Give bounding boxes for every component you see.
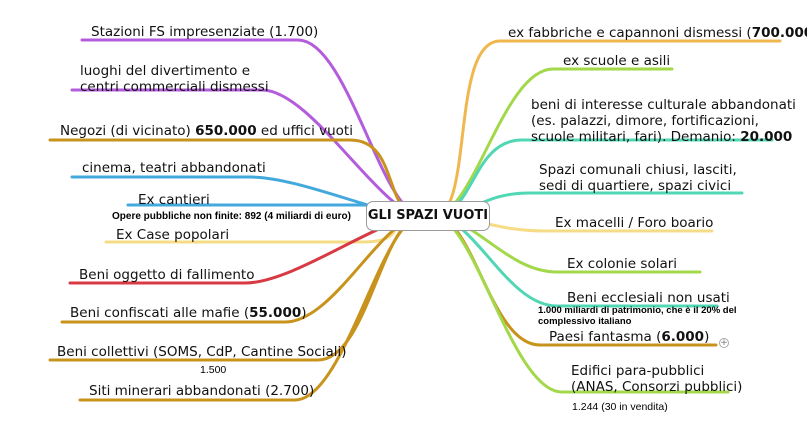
connector-collettivi [48, 214, 424, 362]
branch-mafie[interactable]: Beni confiscati alle mafie (55.000) [70, 305, 307, 321]
branch-stazioni-text: Stazioni FS impresenziate (1.700) [91, 24, 319, 40]
branch-parapubblici[interactable]: Edifici para-pubblici (ANAS, Consorzi pu… [571, 363, 743, 395]
branch-macelli[interactable]: Ex macelli / Foro boario [555, 215, 714, 231]
branch-luoghi-line2: centri commerciali dismessi [80, 79, 269, 95]
expand-icon[interactable]: + [719, 338, 729, 348]
branch-fabbriche[interactable]: ex fabbriche e capannoni dismessi (700.0… [508, 25, 807, 41]
branch-comunali[interactable]: Spazi comunali chiusi, lasciti, sedi di … [539, 162, 737, 194]
branch-minerari[interactable]: Siti minerari abbandonati (2.700) [89, 383, 315, 399]
branch-culturali[interactable]: beni di interesse culturale abbandonati … [531, 97, 796, 145]
fantasma-count: 6.000 [661, 329, 705, 345]
branch-cantieri[interactable]: Ex cantieri [138, 192, 210, 208]
demanio-count: 20.000 [740, 129, 793, 145]
note-opere: Opere pubbliche non finite: 892 (4 milia… [112, 211, 351, 222]
branch-negozi[interactable]: Negozi (di vicinato) 650.000 ed uffici v… [60, 123, 353, 139]
branch-luoghi[interactable]: luoghi del divertimento e centri commerc… [80, 63, 269, 95]
mafie-count: 55.000 [249, 305, 302, 321]
branch-stazioni[interactable]: Stazioni FS impresenziate (1.700) [91, 24, 318, 40]
negozi-count: 650.000 [195, 123, 257, 139]
note-collettivi-count: 1.500 [200, 364, 227, 376]
branch-colonie[interactable]: Ex colonie solari [567, 256, 678, 272]
branch-scuole[interactable]: ex scuole e asili [563, 53, 671, 69]
branch-ecclesiali[interactable]: Beni ecclesiali non usati [567, 290, 730, 306]
branch-fallimento[interactable]: Beni oggetto di fallimento [79, 267, 255, 283]
branch-collettivi[interactable]: Beni collettivi (SOMS, CdP, Cantine Soci… [57, 344, 347, 360]
central-topic[interactable]: GLI SPAZI VUOTI [366, 201, 490, 231]
branch-cinema[interactable]: cinema, teatri abbandonati [82, 160, 266, 176]
note-ecclesiali: 1.000 miliardi di patrimonio, che è il 2… [538, 305, 737, 327]
fabbriche-count: 700.000 [751, 25, 807, 41]
branch-fantasma[interactable]: Paesi fantasma (6.000) [549, 329, 710, 345]
branch-case[interactable]: Ex Case popolari [116, 227, 230, 243]
branch-luoghi-line1: luoghi del divertimento e [80, 63, 251, 79]
note-parapubblici-count: 1.244 (30 in vendita) [572, 401, 668, 413]
connector-luoghi [70, 88, 424, 218]
